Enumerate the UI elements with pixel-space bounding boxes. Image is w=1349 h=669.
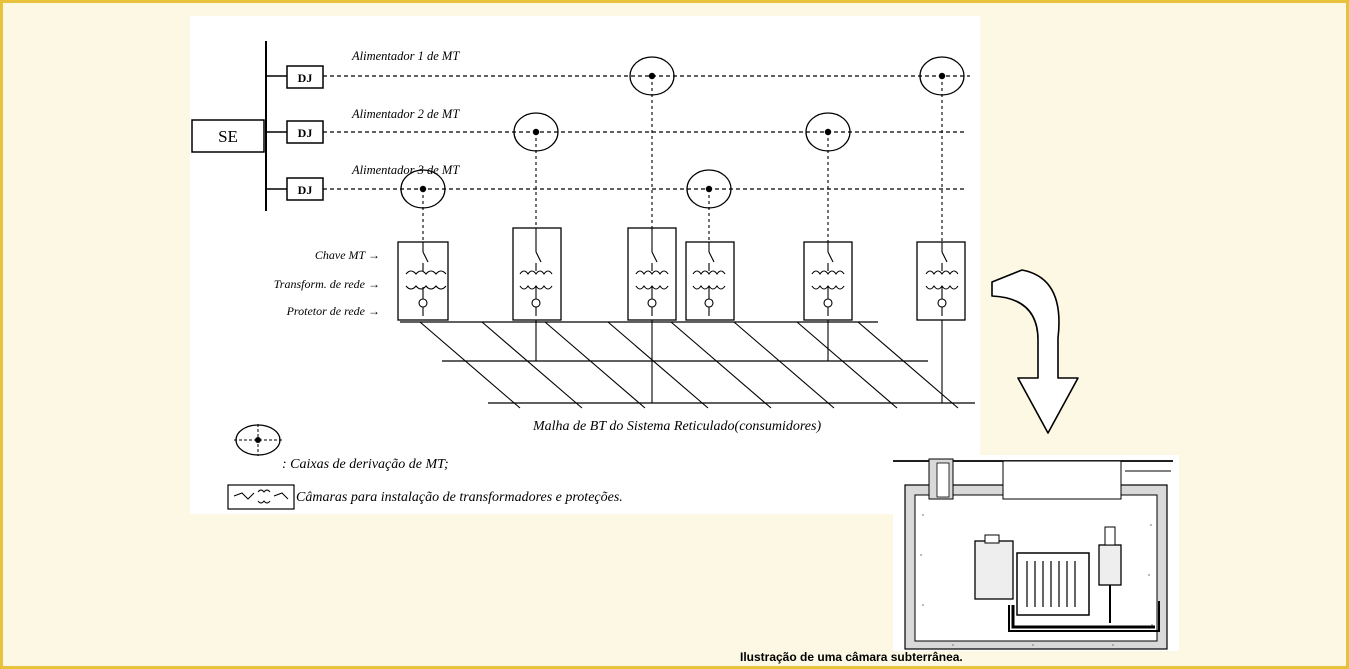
mt-drops bbox=[422, 76, 943, 242]
chamber-internals bbox=[405, 228, 959, 316]
chambers bbox=[397, 227, 966, 321]
lv-mesh-drops bbox=[535, 320, 943, 403]
chamber-transformer bbox=[1016, 552, 1090, 616]
legend-junction-label: : Caixas de derivação de MT; bbox=[282, 457, 449, 472]
feeder-label-2: Alimentador 2 de MT bbox=[351, 107, 460, 121]
chamber-6 bbox=[916, 241, 966, 321]
network-diagram-svg: SE DJ DJ DJ Alimentador 1 de MT Alimenta… bbox=[191, 41, 975, 510]
substation-box bbox=[191, 119, 265, 153]
down-arrow-icon bbox=[991, 269, 1079, 434]
protector-label: Protetor de rede → bbox=[286, 304, 380, 318]
legend-chamber-icon bbox=[227, 484, 295, 510]
breaker-3-label: DJ bbox=[298, 183, 313, 197]
chamber-2 bbox=[512, 227, 562, 321]
chamber-illustration-svg bbox=[893, 458, 1173, 650]
breaker-2-label: DJ bbox=[298, 126, 313, 140]
lv-mesh bbox=[400, 321, 975, 404]
mesh-label: Malha de BT do Sistema Reticulado(consum… bbox=[532, 419, 821, 434]
transformer-label: Transform. de rede → bbox=[274, 277, 380, 291]
breaker-1 bbox=[286, 65, 324, 89]
switch-label: Chave MT → bbox=[315, 248, 380, 262]
lv-mesh-diagonals bbox=[419, 321, 959, 409]
underground-chamber-illustration bbox=[893, 455, 1179, 651]
network-diagram: SE DJ DJ DJ Alimentador 1 de MT Alimenta… bbox=[190, 16, 980, 514]
feeder-label-3: Alimentador 3 de MT bbox=[351, 163, 460, 177]
feeder-label-1: Alimentador 1 de MT bbox=[351, 49, 460, 63]
breaker-1-label: DJ bbox=[298, 71, 313, 85]
chamber-caption: Ilustração de uma câmara subterrânea. bbox=[740, 650, 963, 664]
chamber-protector bbox=[1098, 544, 1122, 586]
legend: : Caixas de derivação de MT; Câmaras par… bbox=[227, 424, 623, 510]
legend-chamber-label: Câmaras para instalação de transformador… bbox=[296, 490, 623, 505]
chamber-switch-box bbox=[974, 540, 1014, 600]
substation-label: SE bbox=[218, 127, 238, 146]
